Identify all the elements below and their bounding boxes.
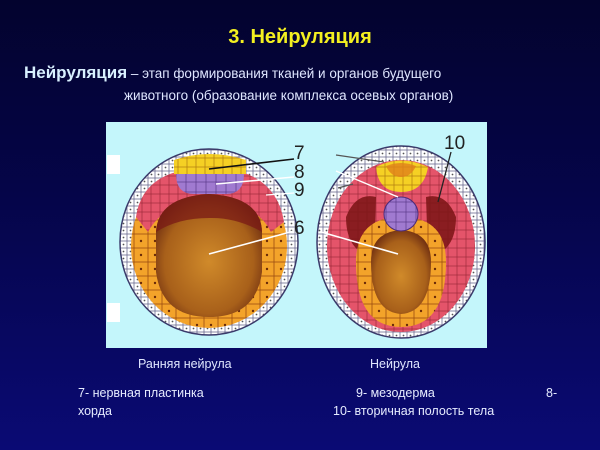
definition-text-1: – этап формирования тканей и органов буд… bbox=[127, 66, 442, 81]
caption-early-neurula: Ранняя нейрула bbox=[138, 357, 232, 371]
neurula-figure-panel: 7 8 9 6 10 bbox=[106, 122, 487, 348]
embryo-illustration bbox=[119, 145, 486, 339]
definition-term: Нейруляция bbox=[24, 63, 128, 82]
legend-8-prefix: 8- bbox=[546, 386, 558, 400]
white-marker bbox=[107, 303, 120, 322]
label-7: 7 bbox=[294, 143, 305, 164]
definition-line-1: Нейруляция – этап формирования тканей и … bbox=[24, 63, 441, 83]
legend-9: 9- мезодерма bbox=[356, 386, 435, 400]
definition-line-2: животного (образование комплекса осевых … bbox=[124, 88, 454, 103]
neurula bbox=[316, 145, 486, 339]
legend-8-chord: хорда bbox=[78, 404, 112, 418]
slide-title: 3. Нейруляция bbox=[228, 26, 372, 48]
white-marker bbox=[107, 155, 120, 174]
label-6: 6 bbox=[294, 218, 305, 239]
legend-10: 10- вторичная полость тела bbox=[333, 404, 495, 418]
label-9: 9 bbox=[294, 180, 305, 201]
legend-7: 7- нервная пластинка bbox=[78, 386, 204, 400]
label-10: 10 bbox=[444, 133, 466, 154]
label-8: 8 bbox=[294, 162, 305, 183]
early-neurula bbox=[119, 148, 299, 336]
caption-neurula: Нейрула bbox=[370, 357, 420, 371]
